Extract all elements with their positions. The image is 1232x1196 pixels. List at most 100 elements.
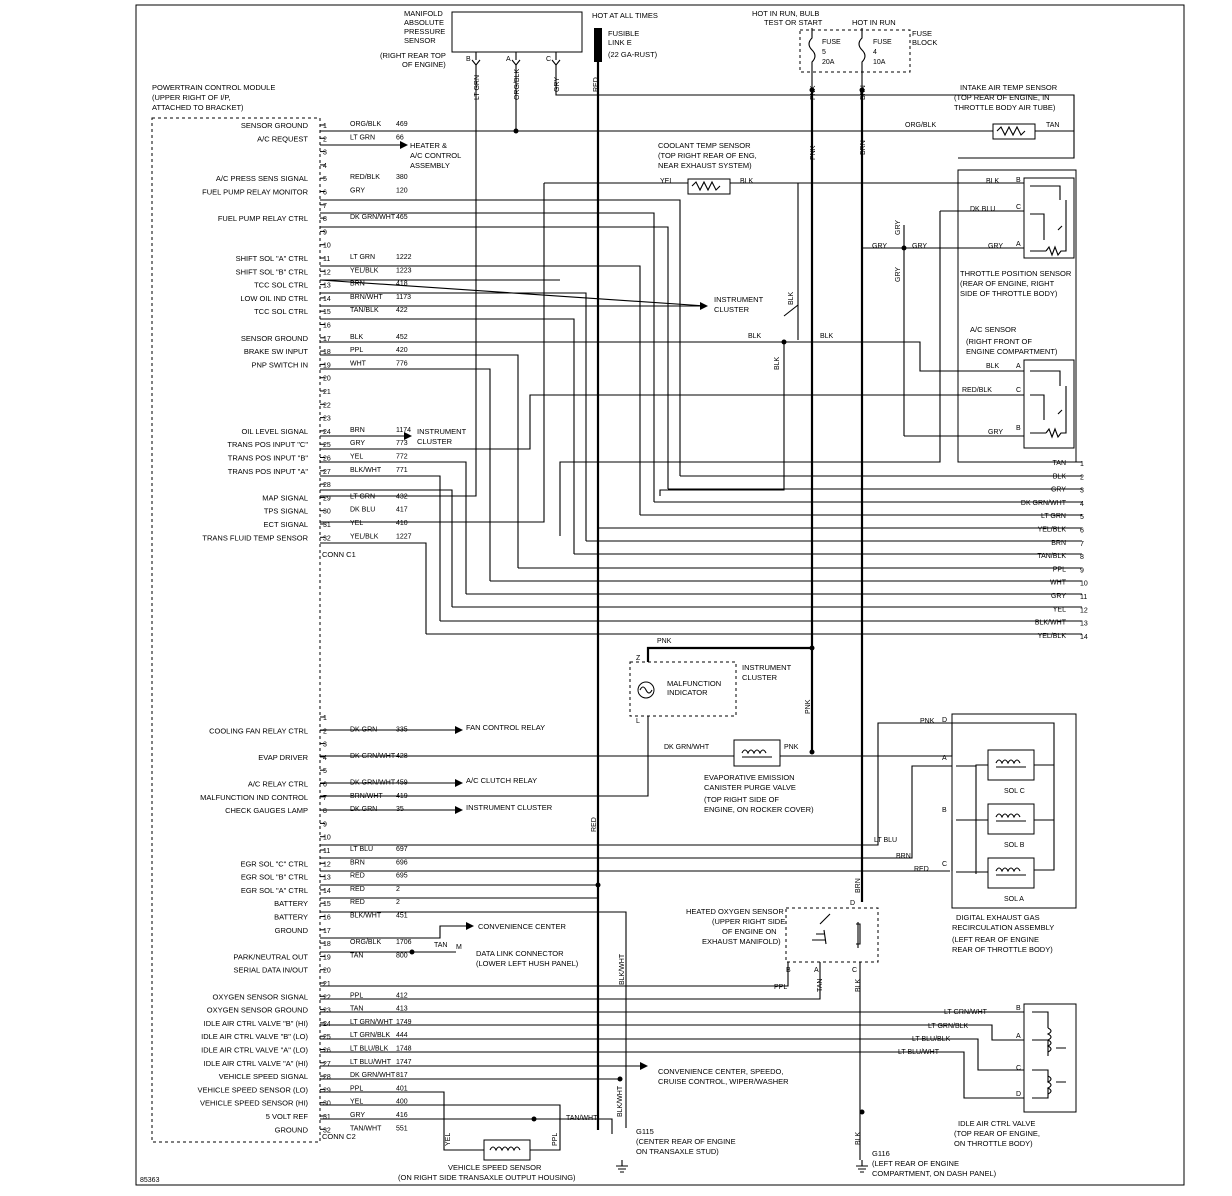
egr-wire-red: RED (914, 866, 929, 873)
map-pin-b: B (466, 56, 471, 63)
fuse-block-label-1: FUSE (912, 29, 932, 38)
circuit-number: 452 (396, 334, 408, 341)
circuit-number: 695 (396, 873, 408, 880)
pin-number: 7 (323, 203, 327, 210)
circuit-number: 412 (396, 992, 408, 999)
conn-c2-label: CONN C2 (322, 1132, 356, 1141)
pin-label: OXYGEN SENSOR SIGNAL (213, 992, 308, 1001)
evap-wire-pnk: PNK (784, 744, 799, 751)
o2-label-1: HEATED OXYGEN SENSOR (686, 907, 784, 916)
pin-label: 5 VOLT REF (266, 1112, 309, 1121)
heater-ac-label-1: HEATER & (410, 141, 447, 150)
circuit-number: 418 (396, 281, 408, 288)
egr-label-1: DIGITAL EXHAUST GAS (956, 913, 1040, 922)
pin-label: A/C REQUEST (257, 134, 308, 143)
vss-dest-label-1: CONVENIENCE CENTER, SPEEDO, (658, 1067, 783, 1076)
map-wire-ltgrn: LT GRN (474, 75, 481, 100)
wire-color: YEL (350, 1099, 363, 1106)
o2-wire-ppl: PPL (774, 984, 787, 991)
dlc-pin-m: M (456, 944, 462, 951)
wire-color: RED (350, 873, 365, 880)
o2-wire-blk: BLK (855, 978, 862, 992)
pin-number: 19 (323, 362, 331, 369)
fusible-wire-red: RED (593, 77, 600, 92)
pin-number: 11 (323, 256, 330, 263)
iac-label-1: IDLE AIR CTRL VALVE (958, 1119, 1035, 1128)
mil-pnk-label: PNK (657, 638, 672, 645)
pnk-vert-label: PNK (810, 145, 817, 160)
harness-wire-color: TAN/BLK (1037, 553, 1066, 560)
fuse4-label-1: FUSE (873, 39, 892, 46)
gry-label-2: GRY (912, 243, 927, 250)
pin-number: 22 (323, 994, 331, 1001)
pin-number: 14 (323, 296, 331, 303)
pin-number: 10 (323, 243, 331, 250)
pin-label: SENSOR GROUND (241, 334, 309, 343)
pin-number: 8 (323, 808, 327, 815)
tps-label-1: THROTTLE POSITION SENSOR (960, 269, 1072, 278)
coolant-label-2: (TOP RIGHT REAR OF ENG, (658, 151, 757, 160)
harness-pin-number: 3 (1080, 488, 1084, 495)
harness-pin-number: 1 (1080, 461, 1084, 468)
pin-label: EGR SOL "C" CTRL (240, 859, 308, 868)
harness-wire-color: TAN (1053, 460, 1066, 467)
wire-color: YEL/BLK (350, 267, 379, 274)
circuit-number: 776 (396, 360, 408, 367)
circuit-number: 1174 (396, 427, 411, 434)
ac-pin-a: A (1016, 363, 1021, 370)
circuit-number: 422 (396, 307, 408, 314)
wire-color: YEL (350, 454, 363, 461)
egr-label-2: RECIRCULATION ASSEMBLY (952, 923, 1054, 932)
egr-pin-a: A (942, 755, 947, 762)
evap-wire-pnk-2: PNK (920, 718, 935, 725)
gry-label-1: GRY (872, 243, 887, 250)
pin-number: 10 (323, 835, 331, 842)
o2-box (785, 907, 879, 963)
g116-label-3: COMPARTMENT, ON DASH PANEL) (872, 1169, 997, 1178)
fusible-link-label-1: FUSIBLE (608, 29, 639, 38)
hot-all-times-label: HOT AT ALL TIMES (592, 11, 658, 20)
wire-color: TAN (350, 952, 363, 959)
vss-box (483, 1139, 531, 1161)
pin-number: 25 (323, 1034, 331, 1041)
tps-pin-a: A (1016, 241, 1021, 248)
iat-label-2: (TOP REAR OF ENGINE, IN (954, 93, 1050, 102)
pin-number: 27 (323, 1061, 331, 1068)
harness-pin-number: 8 (1080, 554, 1084, 561)
tps-wire-blk: BLK (986, 178, 1000, 185)
pin-number: 26 (323, 456, 331, 463)
dlc-wire-tan: TAN (434, 942, 447, 949)
tps-pin-c: C (1016, 204, 1021, 211)
fuse5-wire-pnk: PNK (810, 85, 817, 100)
pin-number: 5 (323, 176, 327, 183)
pin-number: 8 (323, 216, 327, 223)
pin-number: 16 (323, 915, 331, 922)
pin-number: 23 (323, 416, 331, 423)
o2-pin-a: A (814, 967, 819, 974)
map-wire-gry: GRY (554, 77, 561, 92)
mil-box (629, 661, 737, 717)
pin-label: MALFUNCTION IND CONTROL (200, 793, 308, 802)
map-pin-a: A (506, 56, 511, 63)
pin-number: 3 (323, 150, 327, 157)
pin-number: 1 (323, 123, 327, 130)
pin-label: IDLE AIR CTRL VALVE "B" (HI) (204, 1019, 309, 1028)
fusible-link-label-3: (22 GA-RUST) (608, 50, 658, 59)
pin-label: TCC SOL CTRL (254, 307, 308, 316)
wire-color: BLK/WHT (350, 913, 382, 920)
ac-clutch-label: A/C CLUTCH RELAY (466, 776, 537, 785)
harness-pin-number: 9 (1080, 567, 1084, 574)
harness-wire-color: LT GRN (1041, 513, 1066, 520)
map-wire-orgblk: ORG/BLK (514, 69, 521, 100)
map-pin-c: C (546, 56, 551, 63)
mil-ic-label-1: INSTRUMENT (742, 663, 792, 672)
pin-label: PNP SWITCH IN (251, 360, 308, 369)
pin-number: 4 (323, 163, 327, 170)
harness-wire-color: BRN (1051, 540, 1066, 547)
tps-wire-gry: GRY (988, 243, 1003, 250)
pin-number: 3 (323, 742, 327, 749)
circuit-number: 1223 (396, 267, 412, 274)
